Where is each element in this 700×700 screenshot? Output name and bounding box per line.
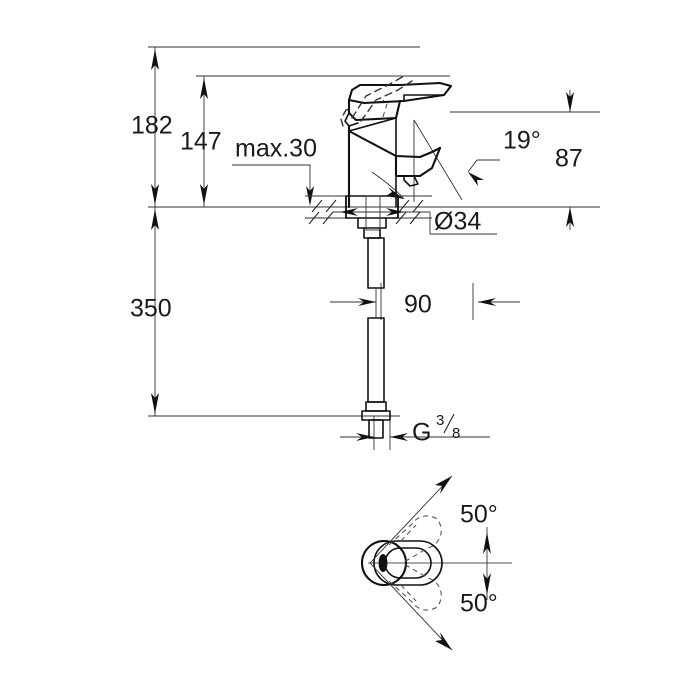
arrow-147-bottom	[200, 184, 208, 205]
threaded-shank	[365, 195, 381, 231]
dimension-label-thread-G: G	[412, 419, 431, 447]
dimension-label-50deg-lower: 50°	[460, 590, 498, 618]
plan-spout-outline	[373, 540, 443, 586]
arrow-axis-down	[483, 573, 491, 595]
plan-handle-cap	[360, 539, 408, 587]
dimension-350: 350	[130, 207, 172, 416]
dimension-182: 182	[131, 47, 173, 207]
arrow-350-top	[151, 209, 159, 230]
dimension-90: 90	[330, 283, 520, 320]
dimension-d34: Ø34	[333, 208, 497, 236]
faucet-body	[347, 117, 442, 209]
arrow-182-top	[151, 49, 159, 70]
arrow-thread-left	[356, 433, 374, 441]
dimension-label-19deg: 19°	[503, 127, 541, 155]
arrow-19deg	[468, 172, 484, 186]
arrow-50deg-lower	[435, 632, 452, 650]
deck-hatching	[308, 199, 424, 225]
arrow-87-bottom	[566, 207, 574, 227]
arrow-thread-right	[390, 433, 408, 441]
dimension-87: 87	[555, 90, 583, 230]
g38-thread-tail	[368, 419, 384, 439]
arrow-d34-right	[386, 208, 404, 216]
faucet-plan-view: 50° 50°	[360, 475, 512, 651]
dimension-max30: max.30	[232, 135, 317, 206]
arrow-147-top	[200, 78, 208, 99]
plan-spout-inner	[384, 547, 432, 579]
arrow-d34-left	[340, 208, 358, 216]
arrow-182-bottom	[151, 184, 159, 205]
dimension-50deg-lower: 50°	[369, 562, 498, 651]
mounting-washer	[357, 217, 387, 229]
dimension-thread: G 3 8	[340, 412, 490, 450]
dimension-label-182: 182	[131, 112, 173, 140]
plan-swivel-ghost-lower	[388, 563, 442, 611]
dimension-label-max30: max.30	[235, 135, 317, 163]
arrow-axis-up	[483, 532, 491, 554]
plan-lever-slot	[378, 554, 388, 572]
plan-axis-tick	[483, 527, 491, 600]
arrow-350-bottom	[151, 393, 159, 414]
arrow-50deg-upper	[435, 476, 452, 494]
hose-end-fitting	[361, 401, 391, 439]
dimension-label-147: 147	[180, 128, 222, 156]
aerator-outlet	[403, 175, 419, 187]
dimension-50deg-upper: 50°	[369, 475, 498, 564]
lever-handle	[344, 81, 453, 127]
dimension-label-thread-numerator: 3	[436, 412, 444, 429]
arrow-90-right	[478, 298, 496, 306]
lever-handle-raised-ghost	[340, 75, 413, 127]
dimension-label-350: 350	[130, 295, 172, 323]
dimension-label-thread-denominator: 8	[452, 425, 460, 442]
dimension-label-90: 90	[404, 291, 432, 319]
dimension-147: 147	[180, 76, 222, 207]
arrow-87-top	[566, 92, 574, 112]
arrow-90-left	[358, 298, 376, 306]
dimension-label-50deg-upper: 50°	[460, 501, 498, 529]
reference-lines	[148, 46, 600, 417]
dimension-label-87: 87	[555, 145, 583, 173]
plan-swivel-ghost-upper	[388, 515, 442, 563]
dimension-label-d34: Ø34	[434, 208, 481, 236]
faucet-elevation-view	[305, 75, 453, 439]
